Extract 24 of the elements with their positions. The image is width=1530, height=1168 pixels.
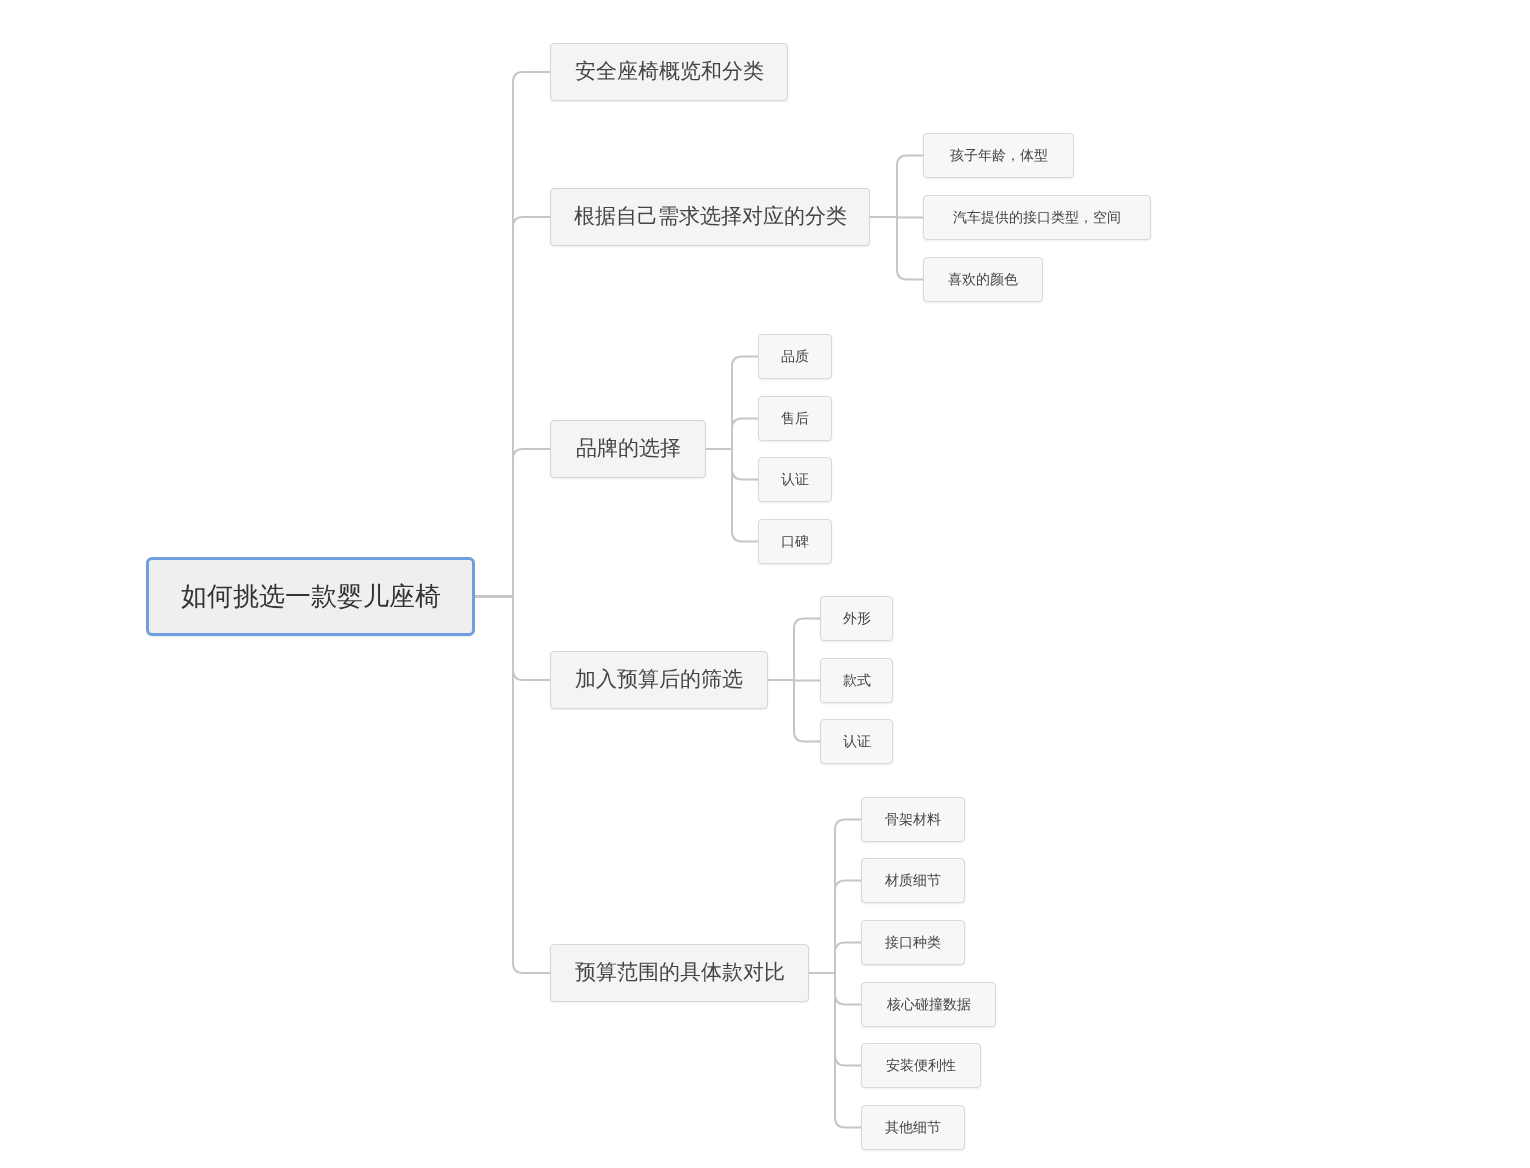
subtopic-box: 喜欢的颜色	[923, 257, 1043, 302]
topic-box: 加入预算后的筛选	[550, 651, 768, 709]
subtopic-box: 口碑	[758, 519, 832, 564]
connector-line	[767, 679, 821, 743]
subtopic-box: 款式	[820, 658, 893, 703]
subtopic-box: 安装便利性	[861, 1043, 981, 1088]
subtopic-box: 认证	[820, 719, 893, 764]
subtopic-box: 认证	[758, 457, 832, 502]
subtopic-box: 骨架材料	[861, 797, 965, 842]
subtopic-box: 材质细节	[861, 858, 965, 903]
subtopic-box: 核心碰撞数据	[861, 982, 996, 1027]
topic-box: 品牌的选择	[550, 420, 706, 478]
subtopic-box: 其他细节	[861, 1105, 965, 1150]
subtopic-box: 汽车提供的接口类型，空间	[923, 195, 1151, 240]
subtopic-box: 品质	[758, 334, 832, 379]
topic-box: 安全座椅概览和分类	[550, 43, 788, 101]
topic-box: 根据自己需求选择对应的分类	[550, 188, 870, 246]
connector-line	[869, 216, 924, 281]
subtopic-box: 接口种类	[861, 920, 965, 965]
subtopic-box: 孩子年龄，体型	[923, 133, 1074, 178]
root-topic: 如何挑选一款婴儿座椅	[146, 557, 475, 636]
topic-box: 预算范围的具体款对比	[550, 944, 809, 1002]
subtopic-box: 外形	[820, 596, 893, 641]
subtopic-box: 售后	[758, 396, 832, 441]
